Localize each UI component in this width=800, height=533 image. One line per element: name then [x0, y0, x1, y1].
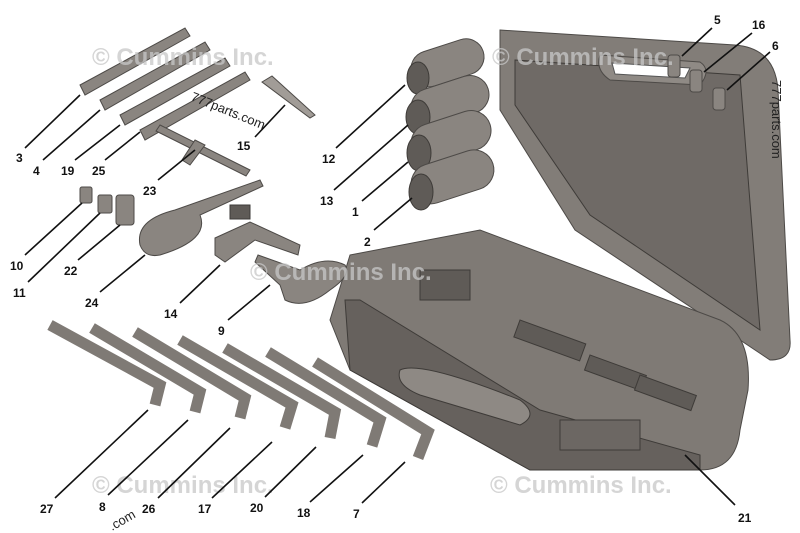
callout-8: 8: [99, 500, 106, 514]
watermark-site: .com: [106, 507, 138, 533]
callout-6: 6: [772, 39, 779, 53]
watermark-copyright: © Cummins Inc.: [92, 472, 274, 499]
ratchet-handle: [138, 179, 264, 256]
bits: [667, 54, 726, 111]
watermark-copyright: © Cummins Inc.: [250, 259, 432, 286]
callout-9: 9: [218, 324, 225, 338]
hex-keys: [47, 320, 435, 460]
callout-13: 13: [320, 194, 334, 208]
callout-5: 5: [714, 13, 721, 27]
callout-24: 24: [85, 296, 99, 310]
sockets: [405, 38, 495, 211]
callout-11: 11: [13, 286, 26, 300]
callout-17: 17: [198, 502, 212, 516]
callout-18: 18: [297, 506, 311, 520]
callout-23: 23: [143, 184, 157, 198]
callout-22: 22: [64, 264, 78, 278]
watermark-copyright: © Cummins Inc.: [490, 472, 672, 499]
callout-25: 25: [92, 164, 106, 178]
callout-12: 12: [322, 152, 336, 166]
watermark-site: 777parts.com: [189, 89, 268, 132]
t-driver-9: [254, 254, 348, 304]
callout-7: 7: [353, 507, 360, 521]
case-base: [329, 229, 749, 471]
callout-3: 3: [16, 151, 23, 165]
watermark-site: 777parts.com: [769, 80, 784, 159]
callout-20: 20: [250, 501, 264, 515]
callout-16: 16: [752, 18, 766, 32]
callout-26: 26: [142, 502, 156, 516]
callout-19: 19: [61, 164, 75, 178]
callout-14: 14: [164, 307, 178, 321]
driver-bits: [79, 27, 316, 141]
watermark-copyright: © Cummins Inc.: [492, 44, 674, 71]
adapter-14: [214, 204, 301, 263]
callouts: 3 4 19 25 15 23 10 11 22 24 14 9 12 13 1…: [10, 13, 779, 525]
callout-27: 27: [40, 502, 54, 516]
callout-2: 2: [364, 235, 371, 249]
leader-lines: [24, 27, 771, 506]
callout-15: 15: [237, 139, 251, 153]
callout-4: 4: [33, 164, 40, 178]
callout-21: 21: [738, 511, 752, 525]
watermark-copyright: © Cummins Inc.: [92, 44, 274, 71]
callout-10: 10: [10, 259, 24, 273]
socket-2: [408, 149, 495, 211]
adapters: [79, 186, 135, 226]
t-handle: [155, 124, 251, 177]
callout-1: 1: [352, 205, 359, 219]
